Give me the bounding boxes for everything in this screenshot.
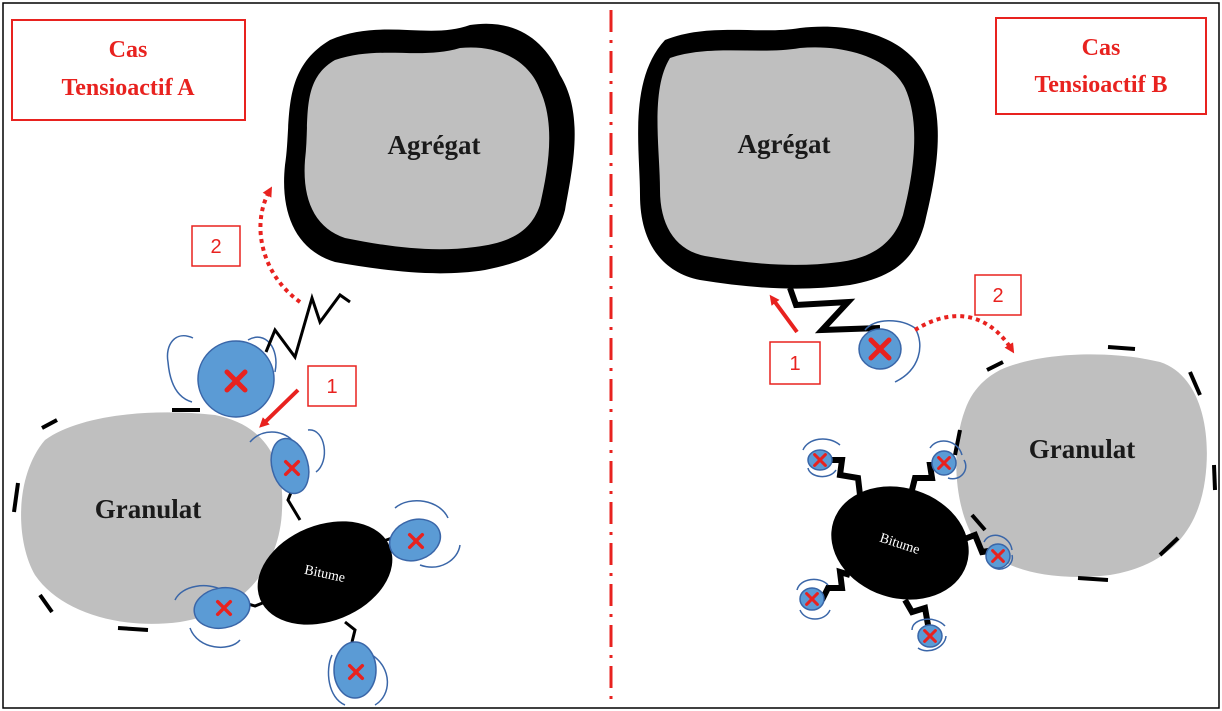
- step-2-right-label: 2: [992, 285, 1003, 307]
- step-1-box-right: 1: [769, 341, 821, 385]
- surfactant-small-left-3: [174, 584, 271, 648]
- surfactant-small-left-1: [249, 429, 326, 521]
- surfactant-small-left-4: [327, 620, 389, 706]
- arrow-1-left: [259, 388, 300, 428]
- step-2-box-left: 2: [191, 225, 241, 267]
- aggregate-right: Agrégat: [638, 26, 938, 289]
- surfactant-small-right-3: [960, 531, 1014, 570]
- step-1-left-label: 1: [326, 376, 337, 398]
- title-right-line1: Cas: [1082, 35, 1121, 61]
- aggregate-left: Agrégat: [284, 23, 575, 274]
- bitumen-right: Bitume: [831, 486, 969, 600]
- granulate-left-label: Granulat: [95, 494, 202, 524]
- title-box-left: Cas Tensioactif A: [11, 19, 246, 121]
- step-2-box-right: 2: [974, 274, 1022, 316]
- panel-left: Cas Tensioactif A Agrégat Granulat: [11, 19, 575, 706]
- granulate-right-label: Granulat: [1029, 434, 1136, 464]
- arrow-2-left: [258, 186, 302, 304]
- title-right-line2: Tensioactif B: [1034, 72, 1167, 98]
- bitumen-left: Bitume: [257, 521, 393, 625]
- step-1-box-left: 1: [307, 365, 357, 407]
- granulate-right: Granulat: [953, 345, 1217, 582]
- surfactant-small-left-2: [377, 500, 461, 568]
- surfactant-small-right-1: [802, 438, 863, 496]
- surfactant-small-right-2: [909, 440, 967, 491]
- surfactant-large-left: [166, 292, 351, 418]
- arrow-1-right: [769, 294, 799, 334]
- title-left-line2: Tensioactif A: [61, 75, 195, 101]
- step-2-left-label: 2: [210, 236, 221, 258]
- title-left-line1: Cas: [109, 37, 148, 63]
- surfactant-small-right-4: [796, 567, 851, 620]
- granulate-left: Granulat: [12, 408, 283, 632]
- panel-right: Cas Tensioactif B Agrégat 1 2: [638, 17, 1217, 652]
- title-box-right: Cas Tensioactif B: [995, 17, 1207, 115]
- step-1-right-label: 1: [789, 353, 800, 375]
- aggregate-right-label: Agrégat: [738, 129, 831, 159]
- arrow-2-right: [913, 314, 1015, 354]
- aggregate-left-label: Agrégat: [388, 130, 481, 160]
- surfactant-small-right-5: [902, 598, 947, 652]
